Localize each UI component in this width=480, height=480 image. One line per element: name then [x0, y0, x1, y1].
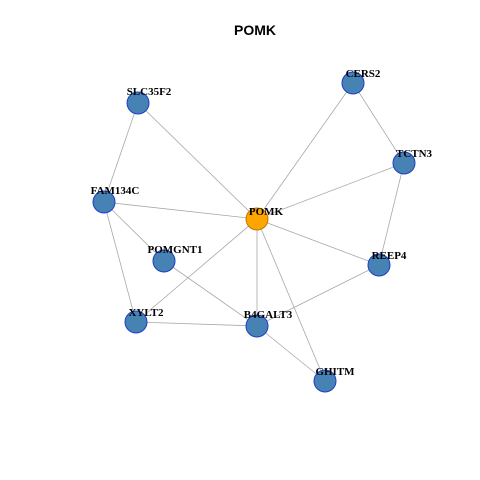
node-label-xylt2: XYLT2	[128, 307, 164, 319]
edge-fam134c-xylt2	[103, 201, 137, 323]
node-reep4: REEP4	[367, 250, 407, 277]
edge-b4galt3-reep4	[256, 264, 380, 327]
node-label-b4galt3: B4GALT3	[244, 309, 293, 321]
edge-b4galt3-ghitm	[256, 325, 326, 382]
node-circle-pomgnt1	[152, 249, 176, 273]
edge-pomk-reep4	[256, 218, 380, 266]
edge-tctn3-reep4	[378, 162, 405, 266]
node-circle-b4galt3	[245, 314, 269, 338]
node-label-fam134c: FAM134C	[91, 185, 140, 197]
node-circle-pomk	[245, 207, 269, 231]
edge-pomk-tctn3	[256, 162, 405, 220]
node-slc35f2: SLC35F2	[126, 86, 172, 115]
edge-pomk-fam134c	[103, 201, 258, 220]
node-pomk: POMK	[245, 206, 284, 231]
edge-pomk-ghitm	[256, 218, 326, 382]
edge-cers2-tctn3	[352, 82, 405, 164]
node-b4galt3: B4GALT3	[244, 309, 293, 338]
edge-layer	[103, 82, 405, 382]
node-label-slc35f2: SLC35F2	[127, 86, 172, 98]
graph-title: POMK	[234, 22, 276, 38]
node-label-ghitm: GHITM	[315, 366, 355, 378]
node-label-pomk: POMK	[249, 206, 284, 218]
node-circle-reep4	[367, 253, 391, 277]
edge-pomk-xylt2	[135, 218, 258, 323]
node-ghitm: GHITM	[313, 366, 355, 393]
node-fam134c: FAM134C	[91, 185, 140, 214]
node-pomgnt1: POMGNT1	[148, 244, 203, 273]
node-tctn3: TCTN3	[392, 148, 433, 175]
edge-xylt2-b4galt3	[135, 321, 258, 327]
edge-slc35f2-fam134c	[103, 102, 139, 203]
node-cers2: CERS2	[341, 68, 381, 95]
node-circle-cers2	[341, 71, 365, 95]
edge-fam134c-pomgnt1	[103, 201, 165, 262]
node-label-tctn3: TCTN3	[396, 148, 433, 160]
node-xylt2: XYLT2	[124, 307, 164, 334]
node-circle-tctn3	[392, 151, 416, 175]
edge-pomgnt1-b4galt3	[163, 260, 258, 327]
node-circle-xylt2	[124, 310, 148, 334]
node-circle-ghitm	[313, 369, 337, 393]
edge-pomk-cers2	[256, 82, 354, 220]
edge-pomk-slc35f2	[137, 102, 258, 220]
node-label-pomgnt1: POMGNT1	[148, 244, 203, 256]
node-label-reep4: REEP4	[372, 250, 407, 262]
node-circle-slc35f2	[126, 91, 150, 115]
node-label-cers2: CERS2	[346, 68, 381, 80]
node-circle-fam134c	[92, 190, 116, 214]
